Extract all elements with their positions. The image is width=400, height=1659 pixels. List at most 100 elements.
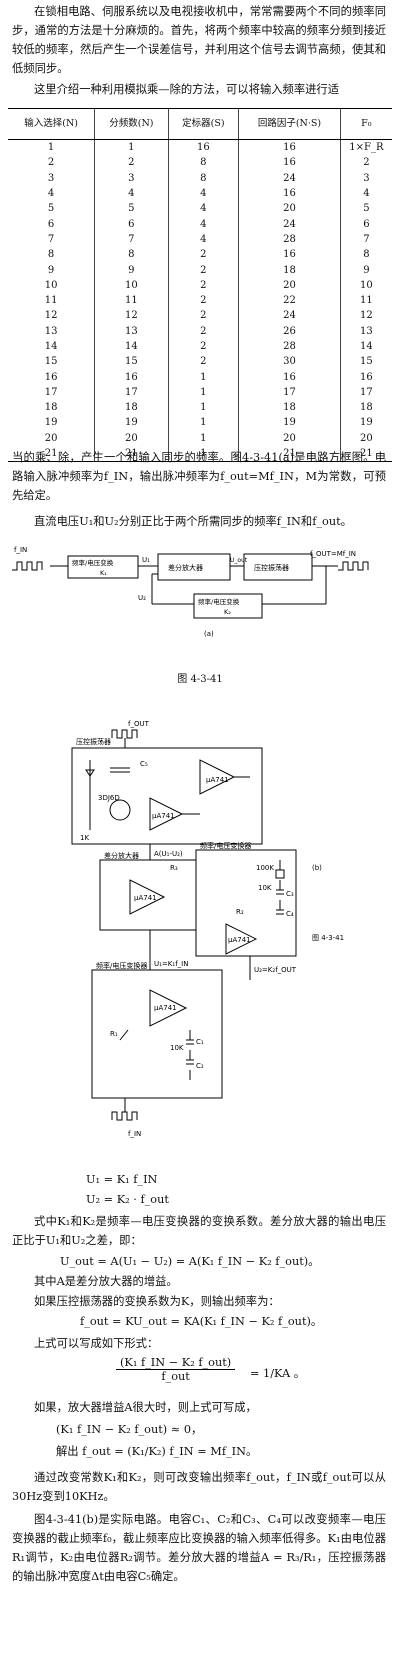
c4-label: C₄ bbox=[286, 910, 294, 918]
paragraph-8: 上式可以写成如下形式： bbox=[34, 1337, 159, 1350]
table-cell: 18 bbox=[44, 402, 58, 414]
opamp-label-2: μA741 bbox=[152, 812, 175, 820]
circuit-fin-label: f_IN bbox=[128, 1130, 141, 1138]
opamp-label-3: μA741 bbox=[134, 894, 157, 902]
col-header: 回路因子(N·S) bbox=[238, 108, 341, 140]
opamp-label-5: μA741 bbox=[154, 1004, 177, 1012]
sub-a-label: (a) bbox=[204, 630, 214, 638]
table-cell: 4 bbox=[167, 231, 239, 248]
table-cell: 4 bbox=[167, 185, 239, 202]
table-cell: 20 bbox=[44, 432, 58, 444]
table-cell: 1 bbox=[167, 400, 239, 416]
table-cell: 24 bbox=[238, 170, 341, 186]
table-cell: 1 bbox=[94, 139, 169, 156]
side-sub-label: (b) bbox=[312, 864, 322, 872]
table-cell: 3 bbox=[47, 172, 55, 184]
table-cell: 16 bbox=[238, 139, 341, 156]
table-cell: 17 bbox=[238, 384, 341, 401]
potentiometer-r1 bbox=[119, 1029, 129, 1041]
table-cell: 28 bbox=[238, 338, 341, 355]
uout-label: U_out bbox=[230, 557, 248, 564]
table-cell: 4 bbox=[167, 201, 239, 217]
input-pulse-icon bbox=[12, 561, 43, 571]
table-cell: 21 bbox=[339, 445, 392, 463]
table-cell: 16 bbox=[238, 369, 341, 385]
table-cell: 20 bbox=[238, 277, 341, 293]
r2-label: R₂ bbox=[236, 908, 244, 916]
c2-label: C₂ bbox=[196, 1062, 204, 1070]
table-cell: 6 bbox=[339, 216, 392, 232]
table-cell: 14 bbox=[339, 338, 392, 355]
table-cell: 12 bbox=[94, 308, 169, 324]
r3-label: R₃ bbox=[170, 864, 178, 872]
table-cell: 17 bbox=[44, 386, 58, 398]
op-amp-2 bbox=[149, 797, 184, 831]
table-cell: 24 bbox=[238, 216, 341, 232]
table-cell: 2 bbox=[167, 323, 239, 339]
op-amp-1 bbox=[199, 759, 236, 795]
vco-block bbox=[243, 553, 313, 581]
fin-label: f_IN bbox=[14, 546, 27, 554]
u2-circuit-label: U₂=K₂f_OUT bbox=[254, 966, 297, 974]
table-cell: 8 bbox=[167, 155, 239, 171]
block-diagram: f_IN f_OUT=Mf_IN 频率/电压变换 K₁ 差分放大器 压控振荡器 … bbox=[12, 546, 369, 638]
fraction-equation: (K₁ f_IN − K₂ f_out) f_out bbox=[116, 1356, 236, 1383]
table-cell: 16 bbox=[238, 247, 341, 263]
side-caption: 图 4-3-41 bbox=[312, 934, 344, 942]
c3-label: C₃ bbox=[286, 890, 294, 898]
table-cell: 15 bbox=[94, 354, 169, 370]
table-cell: 4 bbox=[167, 216, 239, 232]
table-cell: 26 bbox=[238, 323, 341, 339]
table-cell: 24 bbox=[238, 308, 341, 324]
table-cell: 1 bbox=[47, 142, 55, 154]
vco-label: 压控振荡器 bbox=[76, 737, 111, 746]
equation-7: 解出 f_out = (K₁/K₂) f_IN = Mf_IN。 bbox=[56, 1445, 258, 1458]
fv2-label: 频率/电压变换器 bbox=[200, 841, 251, 850]
table-cell: 18 bbox=[94, 400, 169, 416]
table-cell: 20 bbox=[238, 430, 341, 446]
table-cell: 9 bbox=[47, 264, 55, 276]
table-cell: 1 bbox=[167, 369, 239, 385]
table-cell: 14 bbox=[44, 341, 58, 352]
table-cell: 28 bbox=[238, 231, 341, 248]
table-cell: 12 bbox=[44, 310, 58, 322]
blk4-label: 频率/电压变换 bbox=[198, 597, 240, 606]
table-cell: 1 bbox=[167, 445, 239, 463]
table-cell: 8 bbox=[47, 249, 55, 261]
table-cell: 2 bbox=[167, 262, 239, 278]
equation-3: U_out = A(U₁ − U₂) = A(K₁ f_IN − K₂ f_ou… bbox=[60, 1255, 320, 1268]
table-cell: 19 bbox=[94, 415, 169, 431]
blk2-label: 差分放大器 bbox=[168, 563, 203, 572]
table-cell: 7 bbox=[94, 231, 169, 248]
paragraph-5: 式中K₁和K₂是频率—电压变换器的变换系数。差分放大器的输出电压正比于U₁和U₂… bbox=[12, 1215, 386, 1247]
table-cell: 5 bbox=[94, 201, 169, 217]
blk1-label: 频率/电压变换 bbox=[72, 558, 114, 567]
table-cell: 5 bbox=[339, 201, 392, 217]
table-cell: 20 bbox=[94, 430, 169, 446]
table-cell: 2 bbox=[167, 277, 239, 293]
intro-paragraph-1: 在锁相电路、伺服系统以及电视接收机中，常常需要两个不同的频率同步，通常的方法是十… bbox=[12, 5, 386, 75]
table-cell: 21 bbox=[238, 445, 341, 463]
paragraph-10: 通过改变常数K₁和K₂，则可改变输出频率f_out，f_IN或f_out可以从3… bbox=[12, 1471, 386, 1503]
op-amp-4 bbox=[225, 923, 258, 955]
fet-transistor bbox=[109, 799, 131, 821]
res-10k-2: 10K bbox=[258, 884, 272, 892]
fv-converter-box-2 bbox=[195, 849, 297, 957]
table-cell: 6 bbox=[47, 218, 55, 230]
diff-amp-label: 差分放大器 bbox=[104, 851, 139, 860]
blk4-sub: K₂ bbox=[224, 608, 231, 616]
aout-label: A(U₁-U₂) bbox=[154, 850, 183, 858]
table-cell: 11 bbox=[339, 292, 392, 309]
